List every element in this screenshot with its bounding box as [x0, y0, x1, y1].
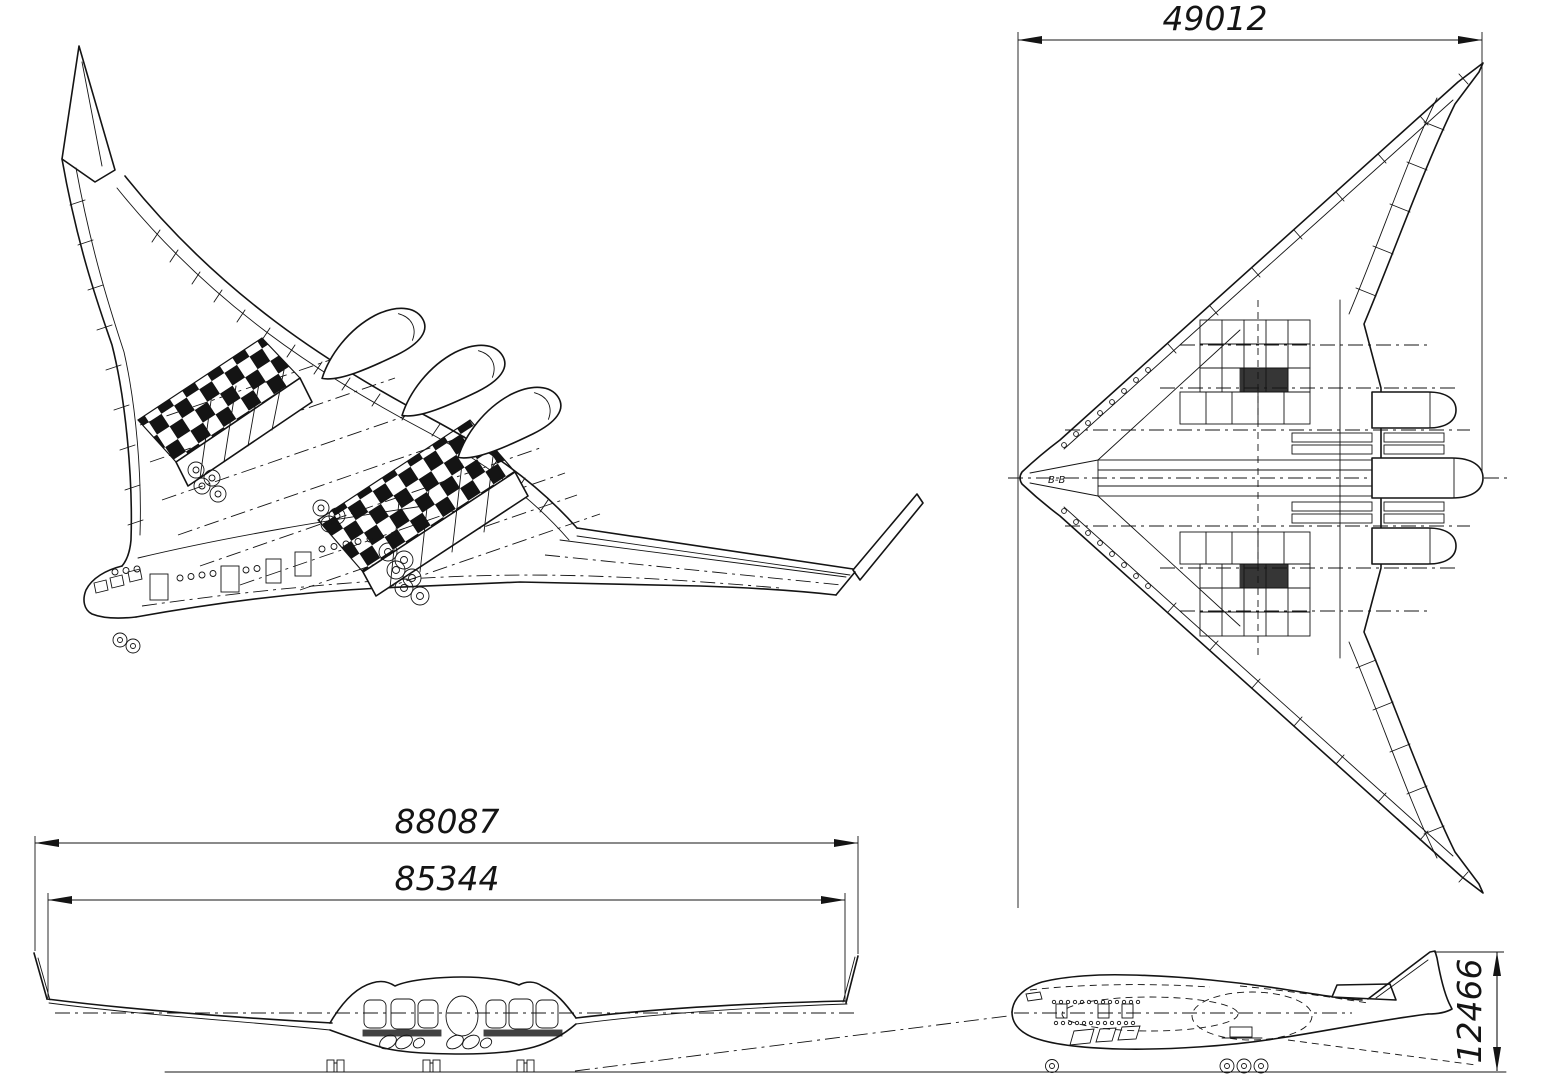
dimension-top-span: 49012 — [1017, 0, 1483, 908]
dimension-top-span-value: 49012 — [1163, 0, 1268, 38]
side-wheels — [1045, 1058, 1269, 1074]
side-doors-upper — [1055, 1003, 1134, 1019]
nose — [83, 565, 137, 619]
upper-deck-block — [1179, 319, 1311, 425]
dimension-front-inner-value: 85344 — [395, 859, 500, 898]
section-label: В-В — [1048, 475, 1065, 486]
front-left-winglet — [33, 952, 48, 1000]
front-landing-gear — [326, 1059, 535, 1073]
right-winglet — [852, 493, 924, 581]
gear-fairings — [379, 1034, 493, 1050]
top-view: В-В 49012 — [1008, 0, 1508, 908]
le-slat-dots — [1061, 367, 1151, 589]
front-intakes — [362, 998, 563, 1037]
front-view: 88087 85344 — [33, 802, 859, 1073]
te-flap-band-lower — [1348, 641, 1445, 859]
belly-door — [1229, 1026, 1253, 1038]
te-flap-band-upper — [1348, 97, 1445, 315]
left-winglet — [61, 45, 116, 183]
fuselage-windows — [111, 535, 374, 601]
top-view-nacelles — [1371, 391, 1484, 565]
vertical-fin — [1367, 950, 1453, 1015]
landing-gear-wheels — [112, 461, 430, 654]
te-panels — [151, 229, 549, 513]
dimension-front-outer: 88087 — [34, 802, 859, 954]
cargo-deck-forward — [137, 337, 313, 487]
perspective-view — [61, 45, 924, 654]
leading-edge-ribs — [69, 199, 144, 526]
cockpit-windows — [93, 568, 143, 594]
elevon-strips — [1291, 432, 1445, 524]
fuselage-circle — [445, 995, 479, 1037]
side-view: 12466 — [1011, 950, 1504, 1074]
side-cargo-doors — [1069, 1025, 1141, 1046]
side-window-row-lower — [1053, 1020, 1136, 1026]
front-right-winglet — [845, 955, 859, 1004]
dimension-side-height-value: 12466 — [1450, 959, 1489, 1064]
projection-line — [574, 1015, 1009, 1072]
side-view-outline — [1011, 973, 1363, 1013]
engine-nacelles — [306, 297, 569, 467]
top-view-outline — [1019, 62, 1484, 894]
side-engine-pod — [1331, 983, 1397, 1001]
dimension-front-inner: 85344 — [47, 859, 846, 1001]
nose-gear — [112, 632, 141, 654]
lower-deck-block — [1179, 531, 1311, 637]
dimension-front-outer-value: 88087 — [395, 802, 500, 841]
central-cargo-bay — [1029, 459, 1382, 497]
dimension-side-height: 12466 — [1434, 951, 1504, 1071]
